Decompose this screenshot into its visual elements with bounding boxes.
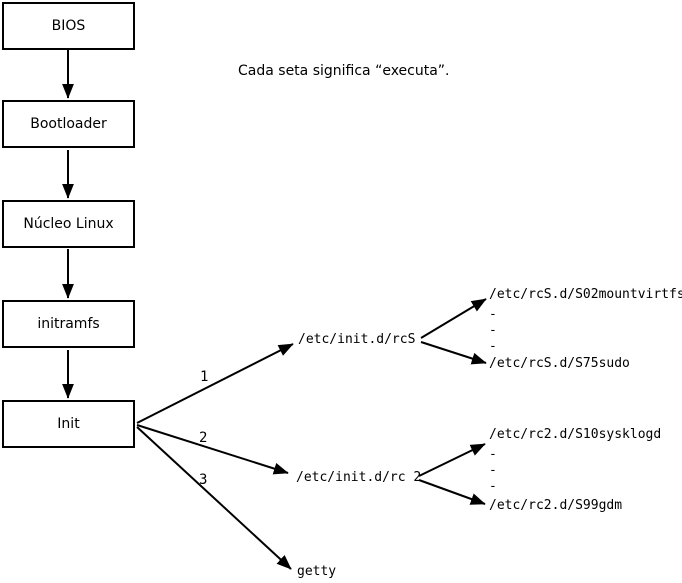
- rc2-ellipsis-dash: -: [489, 479, 497, 494]
- arrow-init-to-rc2: [136, 424, 289, 475]
- node-label: initramfs: [37, 316, 100, 332]
- arrow-rcs-to-first-script: [420, 298, 487, 339]
- label-getty: getty: [297, 564, 337, 579]
- rcs-ellipsis-dash: -: [489, 323, 497, 338]
- label-rc2-last-script: /etc/rc2.d/S99gdm: [489, 498, 623, 513]
- rcs-ellipsis-dash: -: [489, 307, 497, 322]
- node-label: Bootloader: [30, 116, 107, 132]
- label-rcs-last-script: /etc/rcS.d/S75sudo: [489, 356, 630, 371]
- rc2-ellipsis-dash: -: [489, 463, 497, 478]
- rc2-ellipsis-dash: -: [489, 447, 497, 462]
- rcs-ellipsis-dash: -: [489, 339, 497, 354]
- label-rcs-first-script: /etc/rcS.d/S02mountvirtfs: [489, 287, 682, 302]
- arrow-init-to-rcs: [136, 343, 294, 424]
- branch-number-3: 3: [199, 472, 208, 488]
- branch-number-2: 2: [199, 430, 208, 446]
- label-rc2-first-script: /etc/rc2.d/S10sysklogd: [489, 427, 662, 442]
- arrow-rc2-to-last-script: [418, 479, 486, 505]
- arrow-init-to-getty: [136, 426, 292, 570]
- node-linux-kernel: Núcleo Linux: [2, 200, 135, 248]
- arrow-rcs-to-last-script: [420, 341, 487, 365]
- note-arrow-meaning: Cada seta significa “executa”.: [238, 63, 450, 79]
- node-bootloader: Bootloader: [2, 100, 135, 148]
- arrow-rc2-to-first-script: [418, 443, 486, 477]
- label-etc-init-d-rcs: /etc/init.d/rcS: [298, 332, 416, 347]
- label-etc-init-d-rc2: /etc/init.d/rc 2: [296, 470, 422, 485]
- node-initramfs: initramfs: [2, 300, 135, 348]
- node-init: Init: [2, 400, 135, 448]
- branch-number-1: 1: [200, 369, 209, 385]
- node-label: Núcleo Linux: [23, 216, 114, 232]
- node-bios: BIOS: [2, 2, 135, 50]
- node-label: Init: [57, 416, 80, 432]
- node-label: BIOS: [51, 18, 86, 34]
